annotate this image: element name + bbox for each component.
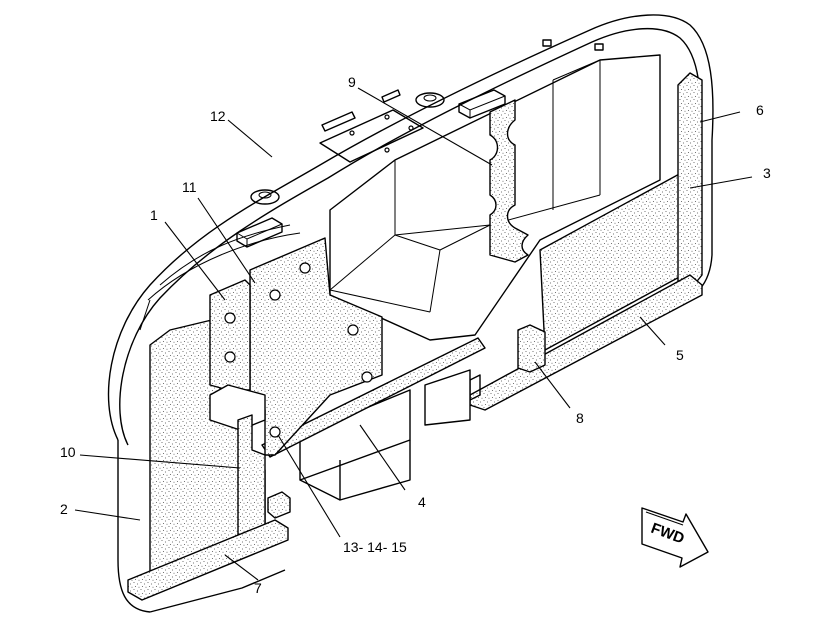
callout-2: 2 xyxy=(60,501,68,517)
callout-3: 3 xyxy=(763,165,771,181)
callout-10: 10 xyxy=(60,444,76,460)
callout-7: 7 xyxy=(254,580,262,596)
bolt-hole-1 xyxy=(299,262,311,274)
callout-8: 8 xyxy=(576,410,584,426)
callout-13-14-15: 13- 14- 15 xyxy=(343,539,407,555)
callout-4: 4 xyxy=(418,494,426,510)
part-8-foam-block xyxy=(517,324,546,373)
callout-6: 6 xyxy=(756,102,764,118)
leader-lines xyxy=(74,87,753,581)
part-9-foam-strip xyxy=(489,99,529,263)
lower-mount-block xyxy=(424,369,471,426)
callout-11: 11 xyxy=(182,179,197,195)
part-7-foam-rail xyxy=(127,519,289,601)
part-7-end-piece xyxy=(267,491,291,519)
callout-1: 1 xyxy=(150,207,158,223)
callout-12: 12 xyxy=(210,108,226,124)
bolt-hole-5 xyxy=(269,426,281,438)
callout-5: 5 xyxy=(676,347,684,363)
housing-shell xyxy=(107,14,714,613)
forward-arrow-icon: FWD xyxy=(641,507,709,568)
part-1-foam-strip xyxy=(209,279,251,391)
bolt-hole-4 xyxy=(361,371,373,383)
callout-9: 9 xyxy=(348,74,356,90)
bolt-hole-3 xyxy=(347,324,359,336)
lower-center-block xyxy=(299,389,411,481)
bolt-hole-2 xyxy=(269,289,281,301)
part-6-foam-strip xyxy=(677,72,703,291)
top-panel xyxy=(236,39,604,248)
